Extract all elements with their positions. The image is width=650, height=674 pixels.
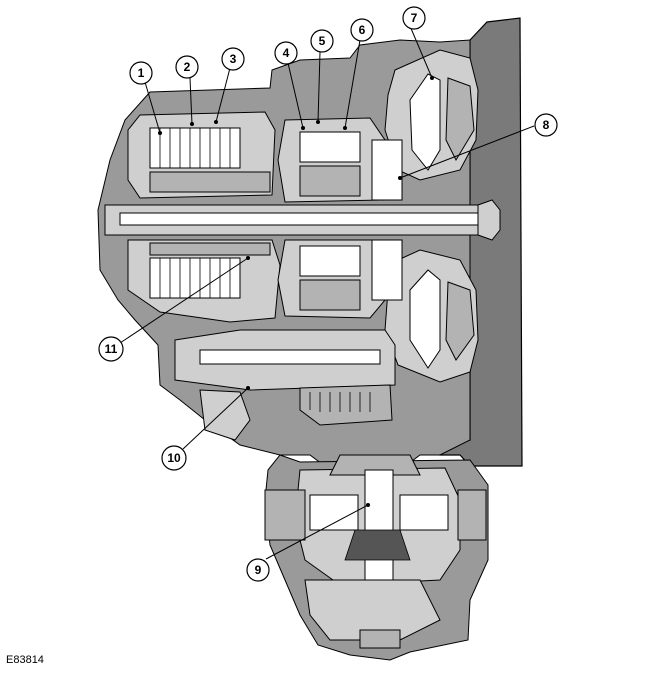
- planet-carrier-lower: [299, 279, 361, 311]
- leader-lines: [119, 25, 535, 560]
- svg-text:9: 9: [255, 563, 262, 577]
- transfer-shaft-core: [199, 349, 381, 365]
- converter-turbine-lower: [409, 269, 441, 369]
- differential-pinion: [344, 529, 411, 561]
- leader-dots: [158, 76, 434, 507]
- drum-lower: [371, 239, 403, 301]
- converter-stator-upper: [445, 77, 475, 162]
- shaft-end: [477, 199, 501, 241]
- callout-4: 4: [274, 41, 298, 65]
- output-pinion: [199, 389, 251, 441]
- svg-text:3: 3: [230, 52, 237, 66]
- clutch-plate-lines-lower: [159, 258, 231, 298]
- converter-stator-lower: [445, 281, 475, 361]
- differential-shaft: [364, 469, 394, 581]
- differential-side-gear-left: [309, 494, 359, 531]
- callout-7: 7: [402, 6, 426, 30]
- differential-ring-gear: [329, 454, 421, 476]
- svg-text:11: 11: [105, 342, 118, 356]
- callout-11: 11: [98, 336, 124, 362]
- callout-1: 1: [129, 61, 153, 85]
- differential-side-gear-right: [399, 494, 449, 531]
- svg-text:1: 1: [138, 66, 145, 80]
- planet-carrier-upper: [299, 165, 361, 197]
- callout-6: 6: [350, 18, 374, 42]
- svg-text:5: 5: [319, 34, 326, 48]
- svg-text:7: 7: [411, 11, 418, 25]
- planetary-gears-lower: [299, 245, 361, 277]
- callout-10: 10: [161, 445, 187, 471]
- svg-text:4: 4: [283, 46, 290, 60]
- transfer-gear-teeth: [309, 392, 371, 412]
- clutch-plates-upper: [149, 127, 241, 169]
- callout-9: 9: [246, 558, 270, 582]
- svg-text:6: 6: [359, 23, 366, 37]
- svg-text:8: 8: [543, 118, 550, 132]
- figure-reference: E83814: [6, 654, 44, 666]
- output-flange-left: [264, 489, 306, 541]
- input-shaft-core: [119, 212, 481, 226]
- drain-bolt: [359, 629, 401, 649]
- clutch-hub-lower: [149, 242, 271, 256]
- callout-5: 5: [310, 29, 334, 53]
- callout-3: 3: [221, 47, 245, 71]
- drum-upper: [371, 139, 403, 201]
- output-flange-right: [457, 489, 487, 541]
- callout-8: 8: [534, 113, 558, 137]
- svg-text:10: 10: [167, 451, 181, 465]
- transfer-gear: [299, 384, 393, 426]
- svg-text:2: 2: [184, 60, 191, 74]
- converter-turbine-upper: [409, 73, 441, 171]
- callout-2: 2: [175, 55, 199, 79]
- clutch-plates-lower: [149, 257, 241, 299]
- clutch-hub-upper: [149, 171, 271, 193]
- planetary-gears-upper: [299, 131, 361, 163]
